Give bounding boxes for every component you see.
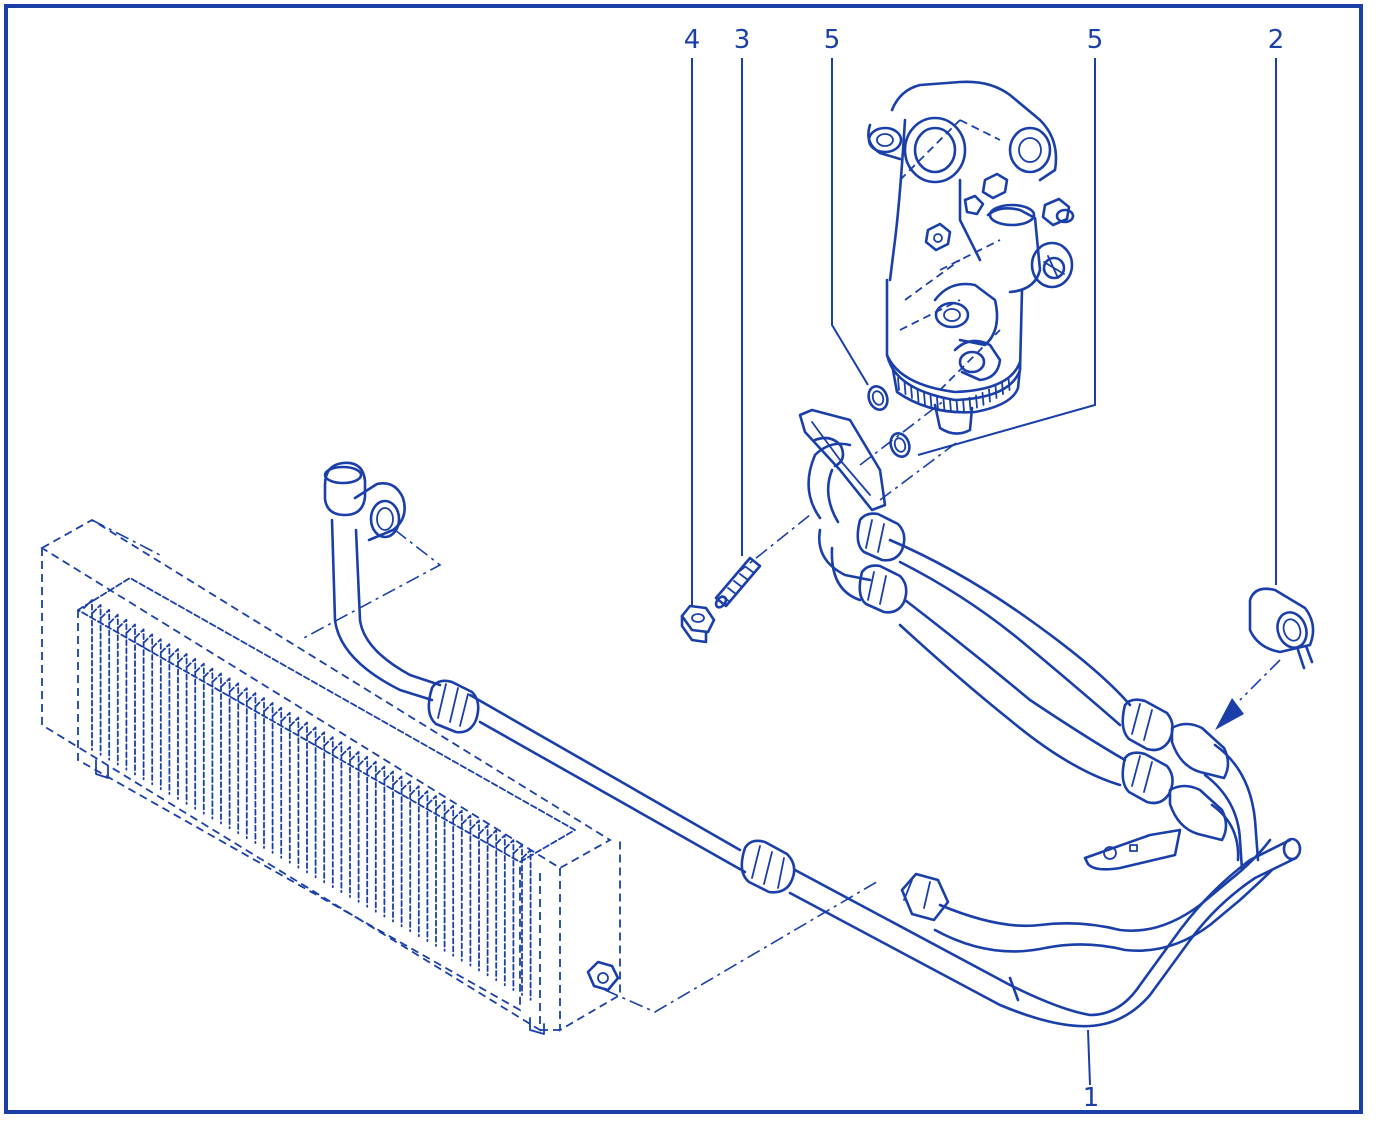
cooler-fin [117, 618, 128, 771]
cooler-fin [212, 672, 222, 825]
cooler-fin [401, 780, 412, 933]
knurl-line [962, 398, 965, 413]
cooler-fin [470, 819, 480, 972]
callout-5-lower-o-ring: 5 [1087, 25, 1104, 55]
cooler-fin [272, 706, 283, 859]
cooler-fin [229, 682, 240, 835]
cooler-fin [341, 746, 351, 898]
cooler-fin [177, 653, 188, 805]
callout-1: 1 [1083, 1083, 1100, 1113]
assembly-axis-lines [91, 399, 1281, 1013]
oil-cooler-radiator [40, 518, 621, 1035]
knurl-line [916, 388, 920, 403]
knurl-line [994, 385, 998, 399]
diagram-frame [4, 4, 1363, 1114]
rubber-grommet [1248, 587, 1315, 670]
oil-filter-housing [867, 80, 1075, 435]
cooler-fin [384, 770, 394, 923]
knurl-line [949, 399, 952, 413]
knurl-line [1001, 381, 1004, 395]
cooler-fin [280, 711, 291, 864]
cooler-fin [220, 677, 231, 830]
cooler-fin [392, 775, 403, 928]
knurl-line [929, 394, 933, 409]
cooler-fin [461, 814, 472, 967]
cooler-fin [452, 809, 463, 962]
callout-5-upper-o-ring: 5 [824, 25, 841, 55]
cooler-fin [435, 800, 446, 952]
knurl-line [897, 377, 900, 391]
knurl-line [903, 381, 907, 395]
knurl-line [923, 391, 926, 406]
cooler-fin [298, 721, 308, 874]
cooler-outlet-fitting [586, 960, 620, 992]
cooler-fin [246, 692, 257, 844]
callout-4: 4 [684, 25, 701, 55]
cooler-fin [513, 844, 523, 996]
cooler-fin [169, 648, 179, 800]
knurl-line [968, 396, 972, 411]
hex-nut [680, 604, 716, 644]
threaded-stud [714, 556, 762, 609]
cooler-fin [349, 751, 360, 903]
knurl-line [936, 396, 939, 411]
cooler-fin [504, 839, 515, 991]
cooler-fin [91, 604, 102, 756]
cooler-fin [375, 765, 386, 918]
cooler-fin [366, 760, 377, 913]
callout-leaders [691, 58, 1277, 1086]
cooler-fin [478, 824, 489, 977]
callout-2: 2 [1268, 25, 1285, 55]
cooler-fin [289, 716, 300, 869]
cooler-fin [237, 687, 248, 840]
cooler-fin [444, 804, 455, 957]
cooler-fin [151, 638, 162, 791]
cooler-fin [100, 608, 111, 761]
cooler-fin [427, 795, 437, 947]
filter-twin-hoses [807, 442, 1260, 872]
cooler-fin [194, 662, 205, 815]
cooler-fin [255, 697, 265, 849]
upper-cooler-hose [323, 461, 1302, 1028]
cooler-fin [409, 785, 420, 938]
knurl-line [942, 398, 946, 413]
knurl-line [988, 388, 991, 403]
cooler-fin [323, 736, 334, 889]
cooler-fin [521, 849, 532, 1001]
cooler-fin [134, 628, 145, 781]
insert-direction-arrow [1215, 698, 1244, 730]
filter-flange-plate [798, 408, 887, 512]
cooler-fin [108, 613, 119, 766]
cooler-fin [332, 741, 343, 893]
cooler-fin [160, 643, 171, 795]
cooler-fin [358, 755, 369, 908]
o-ring-lower [889, 432, 911, 458]
o-ring-upper [867, 385, 889, 411]
cooler-fin [126, 623, 136, 776]
knurl-line [955, 399, 959, 413]
knurl-line [1007, 377, 1011, 391]
cooler-fin [495, 834, 506, 987]
cooler-fin [263, 702, 274, 854]
cooler-fin [418, 790, 429, 942]
knurl-line [910, 385, 913, 399]
cooler-fin [203, 667, 214, 820]
lower-cooler-tube [900, 838, 1274, 1002]
cooler-fin [487, 829, 498, 982]
cooler-fins [83, 599, 532, 1001]
cooler-fin [186, 657, 197, 810]
cooler-fin [306, 726, 317, 879]
cooler-fin [83, 599, 93, 751]
callout-3: 3 [734, 25, 751, 55]
knurl-line [975, 394, 978, 409]
cooler-fin [315, 731, 326, 884]
cooler-fin [143, 633, 154, 786]
knurl-line [981, 391, 985, 406]
filter-knurl-ring [897, 377, 1011, 413]
